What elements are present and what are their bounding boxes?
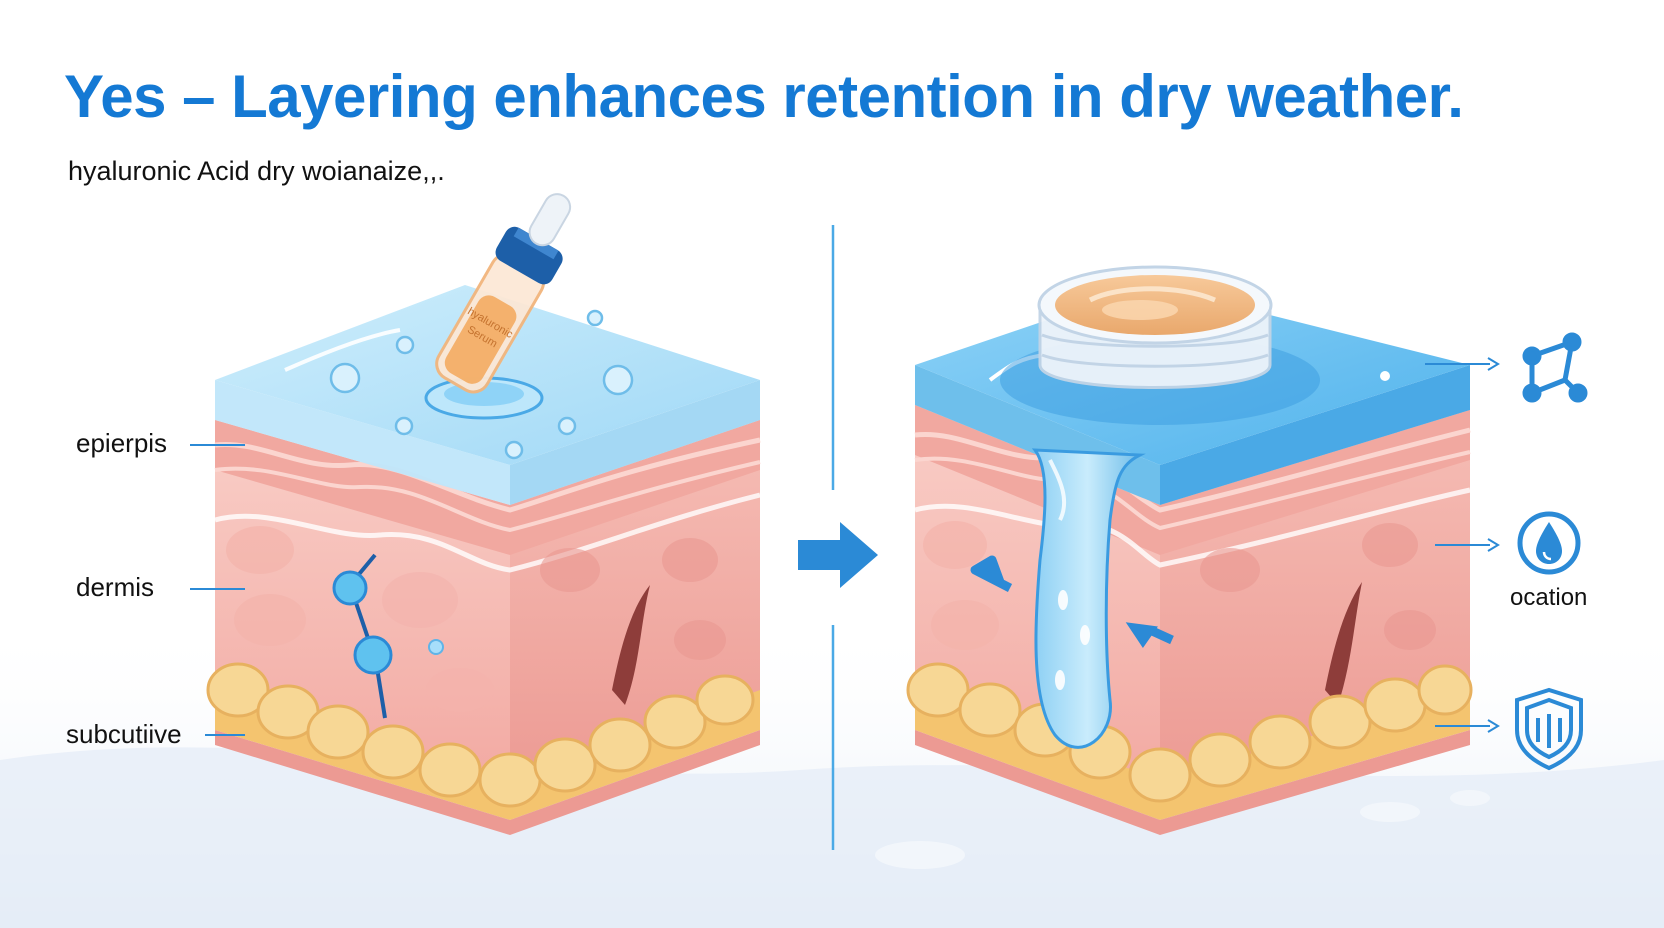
protection-arrow-head	[1487, 719, 1500, 733]
fat-cell	[1188, 732, 1252, 788]
fat-cell	[1248, 714, 1312, 770]
dermis-label: dermis	[76, 572, 155, 602]
serum-dropper-bottle: hyaluronic Serum	[435, 193, 572, 394]
water-bubble	[586, 309, 604, 327]
fat-cell	[906, 662, 970, 718]
fat-cell	[1363, 677, 1427, 733]
hydration-arrow-head	[1487, 538, 1500, 552]
transition-arrow	[798, 522, 878, 588]
water-drop-icon	[1517, 511, 1581, 575]
fat-cell	[533, 737, 597, 793]
molecule-arrow-head	[1487, 357, 1500, 371]
water-droplet	[1080, 625, 1090, 645]
fat-cell	[1308, 694, 1372, 750]
subheadline: hyaluronic Acid dry woianaize,,.	[68, 156, 445, 186]
hair-follicle	[612, 585, 650, 705]
snow-mound	[1360, 802, 1420, 822]
fat-cell	[206, 662, 270, 718]
left-water-layer-side	[510, 380, 760, 505]
fat-cell	[588, 717, 652, 773]
epidermis-label: epierpis	[76, 428, 168, 458]
fat-cell	[958, 682, 1022, 738]
shield-icon	[1515, 687, 1583, 771]
water-bubble	[504, 440, 524, 460]
fat-cell	[643, 694, 707, 750]
inward-arrow	[970, 555, 1013, 593]
fat-cell	[361, 724, 425, 780]
fat-cell	[478, 752, 542, 808]
molecule-bead	[428, 639, 444, 655]
headline: Yes – Layering enhances retention in dry…	[64, 63, 1464, 130]
water-bubble	[395, 335, 415, 355]
inward-arrow	[1125, 622, 1174, 648]
moisturizer-jar	[1037, 265, 1273, 389]
snow-mound	[875, 841, 965, 869]
water-bubble	[557, 416, 577, 436]
water-bubble	[394, 416, 414, 436]
right-water-layer-side	[1160, 365, 1470, 505]
right-skin-block	[906, 265, 1473, 835]
water-droplet	[1055, 670, 1065, 690]
subcutis-label: subcutiive	[66, 719, 182, 749]
fat-cell	[306, 704, 370, 760]
left-skin-block	[206, 285, 761, 835]
hydration-label: ocation	[1510, 584, 1588, 611]
left-water-layer-side	[215, 380, 510, 505]
molecule-bead	[353, 635, 393, 675]
fat-cell	[418, 742, 482, 798]
molecule-icon	[1522, 332, 1588, 403]
water-bubble	[602, 364, 634, 396]
snow-mound	[1450, 790, 1490, 806]
fat-cell	[1128, 747, 1192, 803]
fat-cell	[695, 674, 755, 726]
water-bubble	[329, 362, 361, 394]
water-droplet	[1058, 590, 1068, 610]
molecule-bead	[332, 570, 368, 606]
hair-follicle	[1325, 582, 1362, 705]
fat-cell	[1417, 664, 1473, 716]
